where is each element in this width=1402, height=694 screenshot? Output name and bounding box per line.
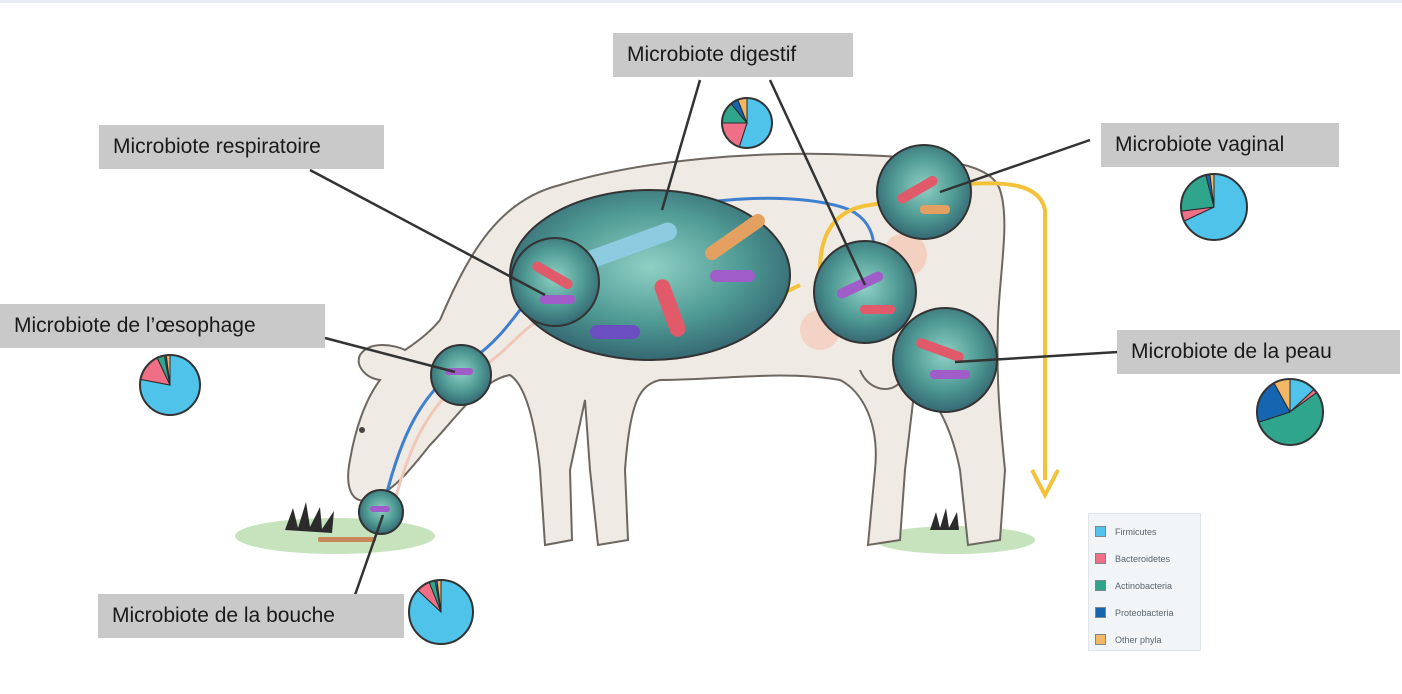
- pie-chart-vaginal: [1180, 173, 1248, 241]
- pie-chart-bouche: [408, 579, 474, 645]
- label-microbiote-oesophage: Microbiote de l’œsophage: [0, 304, 325, 348]
- legend-label: Proteobacteria: [1115, 607, 1174, 618]
- legend-label: Firmicutes: [1115, 526, 1157, 537]
- pie-outline: [139, 354, 201, 416]
- pie-outline: [1180, 173, 1248, 241]
- lens-oesophage: [430, 344, 492, 406]
- legend-swatch: [1095, 526, 1106, 537]
- lens-bouche: [358, 489, 404, 535]
- pie-chart-peau: [1256, 378, 1324, 446]
- legend-label: Actinobacteria: [1115, 580, 1173, 591]
- grass-patch-front: [235, 518, 435, 554]
- label-microbiote-peau: Microbiote de la peau: [1117, 330, 1400, 374]
- pie-outline: [1256, 378, 1324, 446]
- legend-item-actinobacteria: Actinobacteria: [1095, 572, 1194, 599]
- lens-vaginal: [876, 144, 972, 240]
- pie-chart-oesophage: [139, 354, 201, 416]
- hay-stick: [318, 537, 376, 542]
- lens-respiratoire: [510, 237, 600, 327]
- legend-item-bacteroidetes: Bacteroidetes: [1095, 545, 1194, 572]
- label-microbiote-bouche: Microbiote de la bouche: [98, 594, 404, 638]
- lens-intestin: [813, 240, 917, 344]
- legend-swatch: [1095, 553, 1106, 564]
- pie-chart-digestif: [721, 97, 773, 149]
- legend-item-firmicutes: Firmicutes: [1095, 518, 1194, 545]
- pie-outline: [721, 97, 773, 149]
- vaginal-flow-arrow: [954, 181, 1047, 480]
- label-microbiote-vaginal: Microbiote vaginal: [1101, 123, 1339, 167]
- label-microbiote-respiratoire: Microbiote respiratoire: [99, 125, 384, 169]
- legend-item-proteobacteria: Proteobacteria: [1095, 599, 1194, 626]
- vaginal-flow-arrowhead: [1030, 469, 1060, 500]
- label-microbiote-digestif: Microbiote digestif: [613, 33, 853, 77]
- grass-tuft-front: [285, 502, 334, 533]
- legend-swatch: [1095, 634, 1106, 645]
- legend-item-other-phyla: Other phyla: [1095, 626, 1194, 653]
- legend-swatch: [1095, 607, 1106, 618]
- lens-peau: [892, 307, 998, 413]
- grass-tuft-rear: [930, 508, 959, 530]
- legend-label: Other phyla: [1115, 634, 1162, 645]
- pie-outline: [408, 579, 474, 645]
- legend-label: Bacteroidetes: [1115, 553, 1171, 564]
- cow-eye: [359, 427, 365, 433]
- legend-swatch: [1095, 580, 1106, 591]
- top-edge-bar: [0, 0, 1402, 3]
- phyla-legend: Firmicutes Bacteroidetes Actinobacteria …: [1088, 513, 1201, 651]
- callout-lines: [309, 79, 1119, 596]
